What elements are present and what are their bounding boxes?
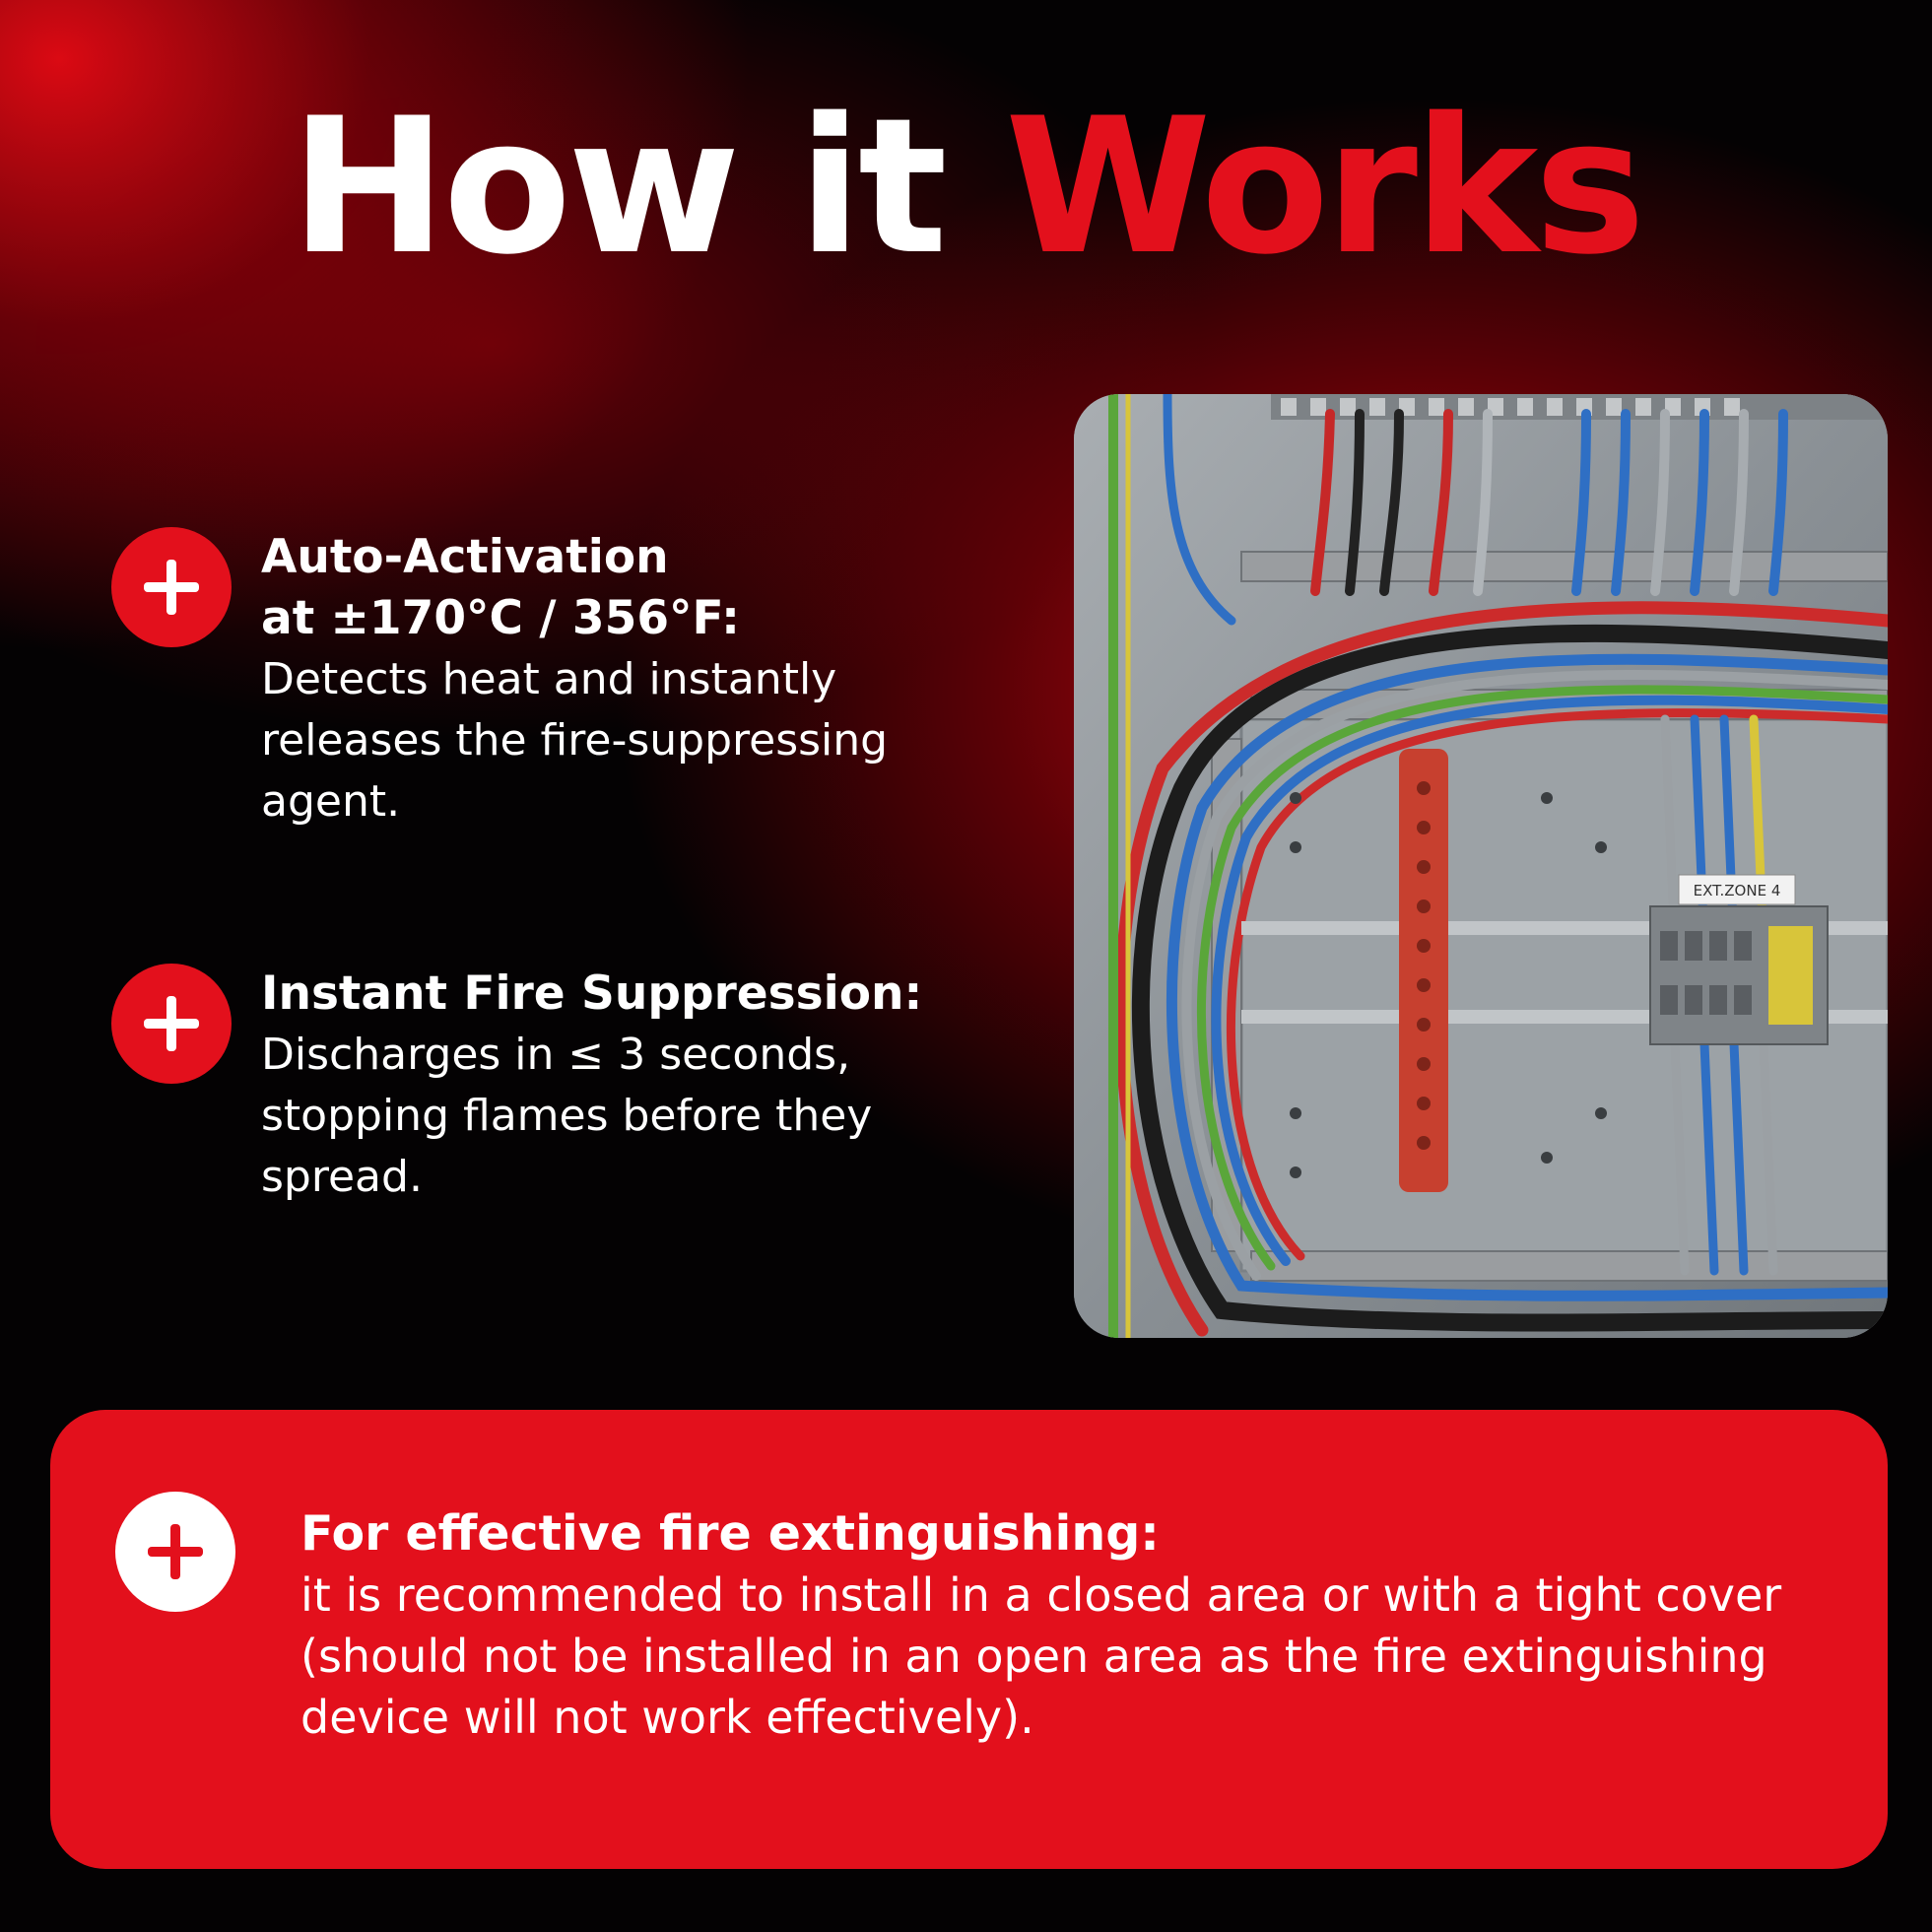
plus-badge: [115, 1492, 235, 1612]
plus-icon: [148, 1524, 203, 1579]
recommendation-text: For effective fire extinguishing: it is …: [300, 1503, 1837, 1748]
feature-description: Discharges in ≤ 3 seconds, stopping flam…: [261, 1030, 873, 1202]
terminal-label: EXT.ZONE 4: [1694, 882, 1781, 899]
feature-heading: Instant Fire Suppression:: [261, 966, 923, 1021]
plus-badge: [111, 964, 232, 1084]
title-part-red: Works: [1004, 78, 1645, 296]
feature-instant-suppression: Instant Fire Suppression: Discharges in …: [111, 964, 998, 1220]
recommendation-heading: For effective fire extinguishing:: [300, 1505, 1160, 1562]
electrical-panel-illustration: EXT.ZONE 4: [1074, 394, 1888, 1338]
plus-icon: [144, 996, 199, 1051]
plus-badge: [111, 527, 232, 647]
feature-text: Instant Fire Suppression: Discharges in …: [261, 964, 1010, 1208]
electrical-panel-image: EXT.ZONE 4: [1074, 394, 1888, 1338]
feature-auto-activation: Auto-Activation at ±170°C / 356°F: Detec…: [111, 527, 998, 842]
page-title: How it Works: [0, 94, 1932, 281]
plus-icon: [144, 560, 199, 615]
feature-description: Detects heat and instantly releases the …: [261, 654, 889, 827]
recommendation-description: it is recommended to install in a closed…: [300, 1568, 1782, 1744]
feature-heading-line2: at ±170°C / 356°F:: [261, 591, 740, 645]
title-part-white: How it: [290, 78, 948, 296]
feature-text: Auto-Activation at ±170°C / 356°F: Detec…: [261, 527, 1010, 833]
recommendation-card: For effective fire extinguishing: it is …: [50, 1410, 1888, 1869]
feature-heading: Auto-Activation: [261, 530, 669, 584]
